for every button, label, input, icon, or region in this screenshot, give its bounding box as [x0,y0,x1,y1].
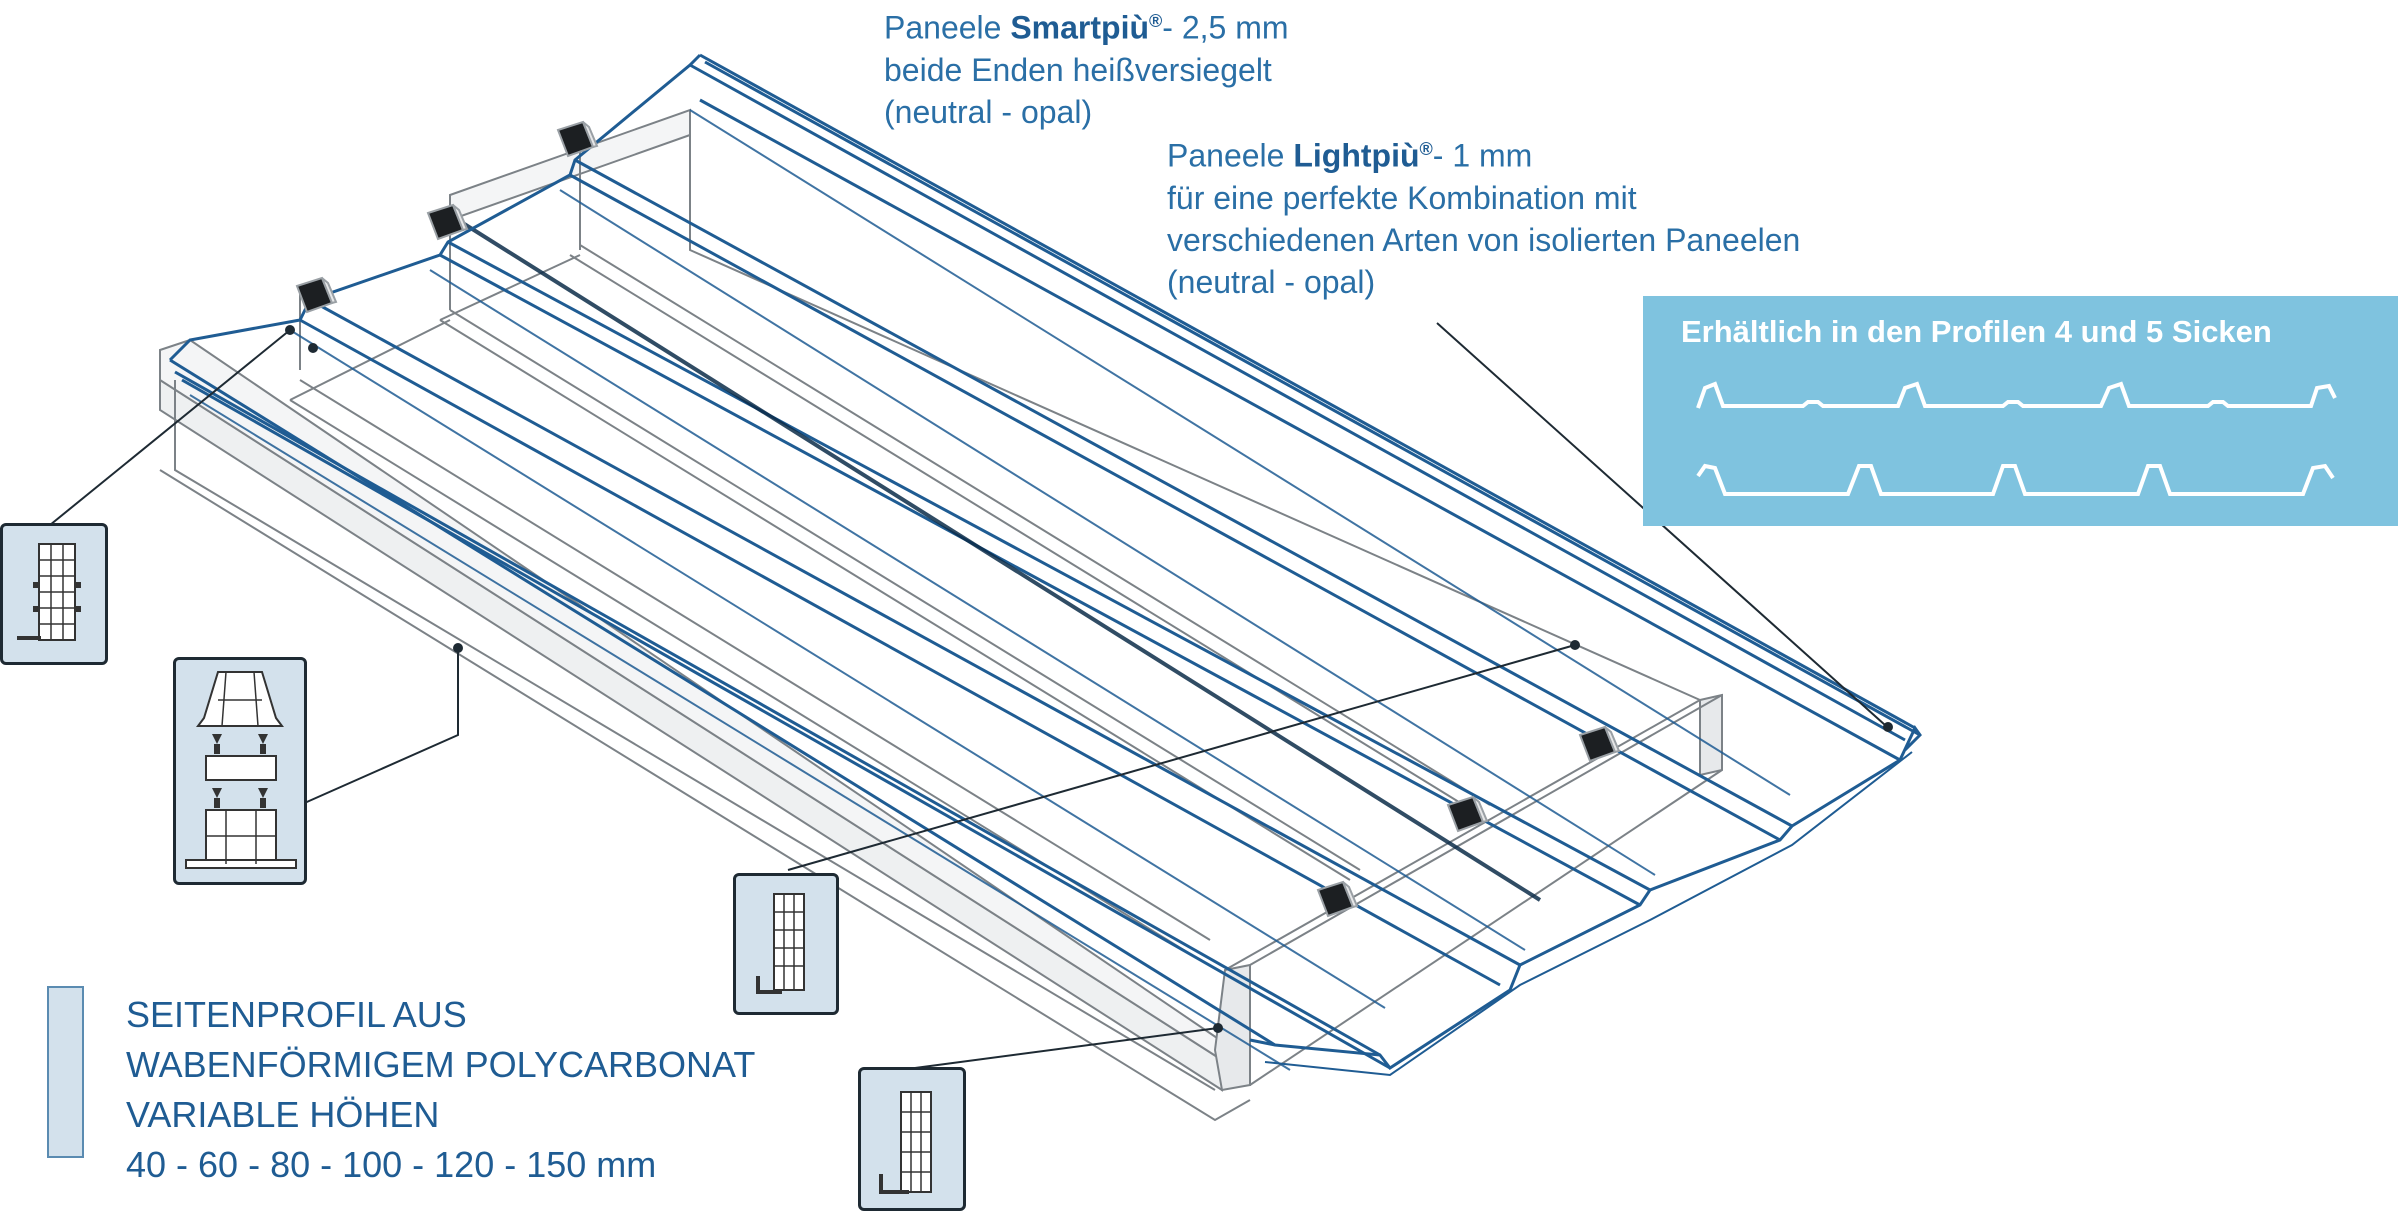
fastener-block [556,120,599,158]
legend-line: VARIABLE HÖHEN [126,1094,440,1135]
honeycomb-profile-icon [17,543,81,641]
profile-5-sicken [1696,463,2335,496]
inset-middle-profile-detail [733,873,839,1015]
fastener-blocks [295,120,1621,918]
panel-end-profile [1249,725,1922,1071]
honeycomb-profile-icon [756,893,805,994]
leader-dots [285,325,1893,1033]
fastener-block [426,203,469,241]
panel-ribs-secondary [189,109,1791,1071]
profiles-title: Erhältlich in den Profilen 4 und 5 Sicke… [1681,314,2272,349]
profile-sections [1696,381,2337,496]
inset-assembly-detail [173,657,307,885]
fastener-block [1578,725,1621,763]
fastener-block [1316,880,1359,918]
profile-4-sicken [1696,381,2337,409]
inset-bottom-profile-detail [858,1067,966,1211]
legend-swatch [47,986,84,1158]
inset-side-profile-detail [0,523,108,665]
legend-line: WABENFÖRMIGEM POLYCARBONAT [126,1044,756,1085]
profiles-info-box: Erhältlich in den Profilen 4 und 5 Sicke… [1643,296,2398,526]
panel-back-edge [168,53,702,362]
panel-ribs [169,53,1921,1070]
fastener-block [295,276,338,314]
legend-line: SEITENPROFIL AUS [126,994,467,1035]
smartpiu-label: Paneele Smartpiù®- 2,5 mm beide Enden he… [884,9,1289,130]
assembly-exploded-icon [185,671,297,869]
legend-line: 40 - 60 - 80 - 100 - 120 - 150 mm [126,1144,657,1185]
legend-text: SEITENPROFIL AUS WABENFÖRMIGEM POLYCARBO… [126,990,755,1190]
lightpiu-label: Paneele Lightpiù®- 1 mm für eine perfekt… [1167,137,1801,300]
fastener-block [1446,795,1489,833]
honeycomb-profile-icon [879,1091,932,1194]
